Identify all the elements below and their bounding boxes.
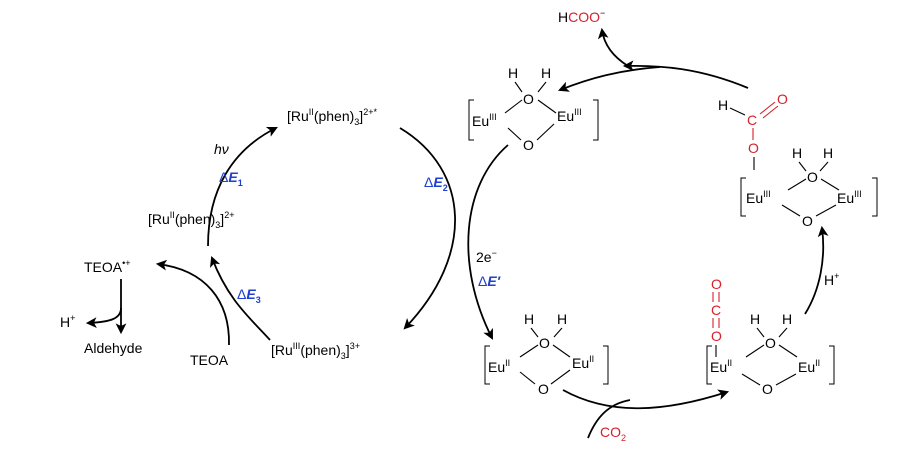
arrow-formate-release-head — [597, 27, 629, 67]
hv-label: hν — [214, 141, 229, 157]
delta-e3-label: ΔE3 — [237, 286, 261, 305]
atom-h-left: H — [508, 65, 518, 81]
ru-excited-state: [RuII(phen)3]2+* — [287, 107, 377, 127]
formate-product: HCOO− — [558, 8, 605, 25]
atom-o-bridge-bottom: O — [523, 137, 534, 153]
eu-left: EuIII — [472, 112, 497, 129]
co2-oxygen-top: O — [711, 276, 722, 292]
complex-eu2-co2-adduct: O C O H H O EuII EuII O — [706, 276, 835, 397]
arrow-teoa-oxidation — [155, 259, 230, 346]
arrow-eu-reduction — [467, 144, 509, 340]
formate-c: C — [747, 112, 757, 128]
arrow-proton-release — [85, 307, 122, 329]
two-electron-label: 2e− — [476, 248, 497, 265]
arrow-co2-binding — [562, 389, 730, 410]
arrow-catalyst-regeneration — [557, 66, 661, 92]
atom-o-bridge-top: O — [807, 169, 818, 185]
proton-label-left: H+ — [60, 313, 75, 330]
arrow-hv-excitation — [207, 127, 278, 247]
eu-left: EuII — [488, 358, 510, 375]
complex-eu3-hydroxo: H H O EuIII EuIII O — [468, 65, 599, 153]
atom-h-right: H — [541, 65, 551, 81]
ru-oxidized-state: [RuIII(phen)3]3+ — [271, 341, 360, 361]
atom-h-right: H — [557, 311, 567, 327]
eu-left: EuII — [710, 358, 732, 375]
formate-o-bound: O — [748, 140, 759, 156]
atom-o-bridge-top: O — [539, 335, 550, 351]
atom-o-bridge-bottom: O — [762, 381, 773, 397]
atom-o-bridge-top: O — [523, 91, 534, 107]
teoa-radical-cation: TEOA•+ — [84, 258, 131, 275]
teoa-branch: TEOA•+ TEOA H+ Aldehyde — [60, 258, 229, 368]
co2-feed-curve — [587, 399, 631, 439]
formate-o-carbonyl: O — [777, 91, 788, 107]
teoa-donor: TEOA — [190, 352, 229, 368]
atom-h-left: H — [524, 311, 534, 327]
arrow-formate-release — [622, 60, 749, 89]
eu-cycle: 2e− ΔE′ CO2 H+ HCOO− H H O EuIII EuI — [467, 8, 878, 443]
formate-h: H — [718, 97, 728, 113]
arrow-protonation — [804, 225, 829, 315]
co2-carbon: C — [711, 302, 721, 318]
delta-e1-label: ΔE1 — [219, 169, 243, 188]
atom-h-right: H — [823, 145, 833, 161]
ru-ground-state: [RuII(phen)3]2+ — [148, 210, 234, 230]
complex-eu3-formate: H C O O H H O EuIII EuIII O — [718, 91, 878, 229]
atom-o-bridge-bottom: O — [538, 381, 549, 397]
eu-left: EuIII — [746, 189, 771, 206]
eu-right: EuII — [798, 358, 820, 375]
aldehyde-product: Aldehyde — [84, 340, 143, 356]
atom-h-left: H — [750, 311, 760, 327]
co2-label: CO2 — [600, 424, 626, 443]
proton-label-right: H+ — [824, 271, 839, 288]
atom-h-right: H — [782, 311, 792, 327]
arrow-reductive-quench — [210, 255, 271, 341]
eu-right: EuII — [572, 354, 594, 371]
atom-o-bridge-bottom: O — [802, 213, 813, 229]
arrow-electron-transfer-e2 — [399, 127, 456, 330]
eu-right: EuIII — [557, 107, 582, 124]
delta-e2-label: ΔE2 — [424, 174, 448, 193]
ru-cycle: [RuII(phen)3]2+* [RuII(phen)3]2+ [RuIII(… — [148, 107, 456, 361]
atom-o-bridge-top: O — [765, 335, 776, 351]
co2-oxygen-bottom: O — [711, 328, 722, 344]
atom-h-left: H — [792, 145, 802, 161]
complex-eu2-hydroxo: H H O EuII EuII O — [484, 311, 609, 397]
delta-e-prime-label: ΔE′ — [478, 273, 501, 289]
eu-right: EuIII — [837, 189, 862, 206]
